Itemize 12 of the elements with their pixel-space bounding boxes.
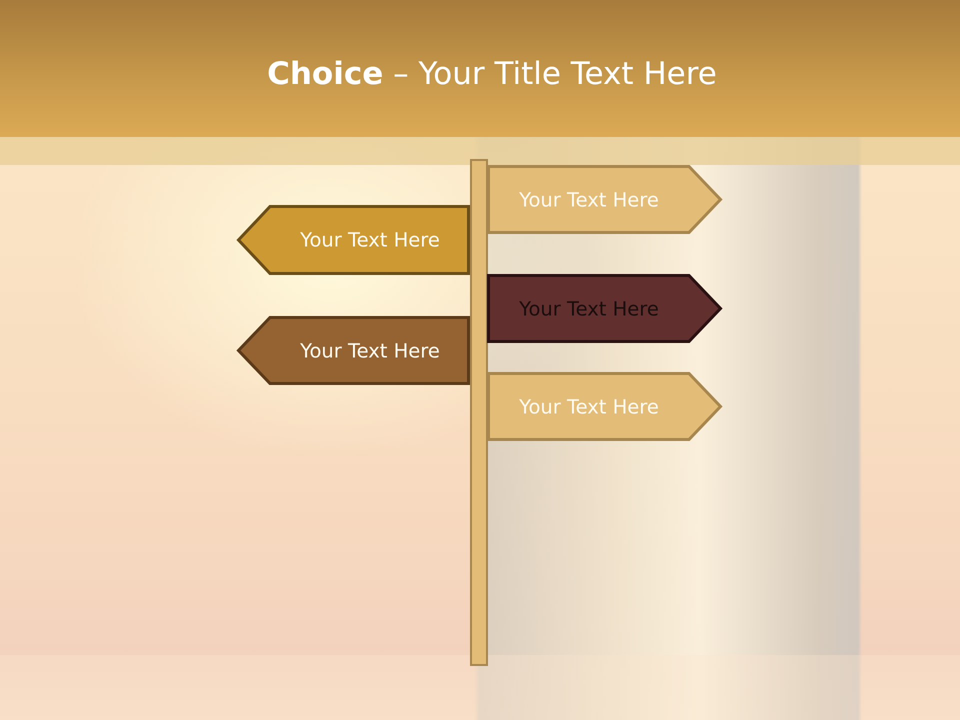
sign-label: Your Text Here [519,297,659,320]
sign-label: Your Text Here [300,339,440,362]
sign-label: Your Text Here [519,188,659,211]
signpost-pole [470,159,488,666]
arrow-sign [487,372,722,441]
arrow-sign [237,316,470,385]
title: Choice – Your Title Text Here [266,55,718,94]
sign-label: Your Text Here [519,395,659,418]
arrow-sign [487,165,722,234]
sign-label: Your Text Here [300,228,440,252]
arrow-sign [487,274,722,343]
arrow-sign [237,205,470,275]
